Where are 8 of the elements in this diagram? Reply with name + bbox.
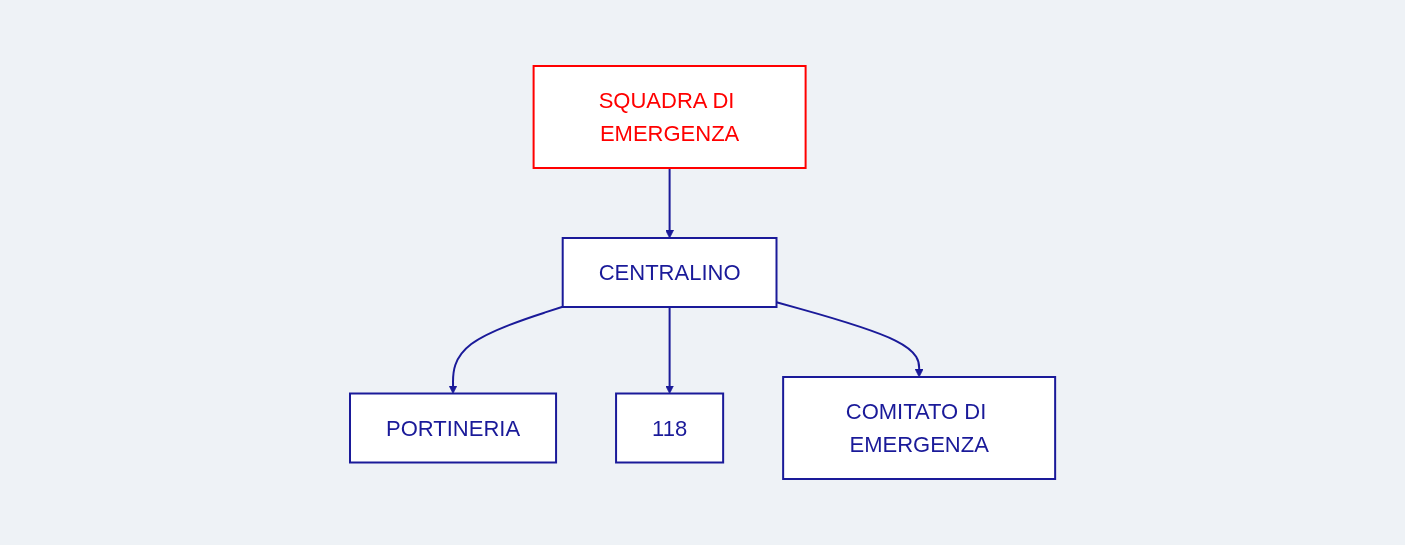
node-box: 118	[615, 392, 725, 464]
arrow	[665, 306, 674, 394]
arrow	[665, 167, 674, 239]
node-box: CENTRALINO	[561, 237, 778, 308]
arrow	[448, 305, 564, 394]
node-box: PORTINERIA	[348, 392, 557, 464]
node-box: COMITATO DI EMERGENZA	[782, 376, 1057, 480]
node-box: SQUADRA DI EMERGENZA	[532, 65, 807, 169]
